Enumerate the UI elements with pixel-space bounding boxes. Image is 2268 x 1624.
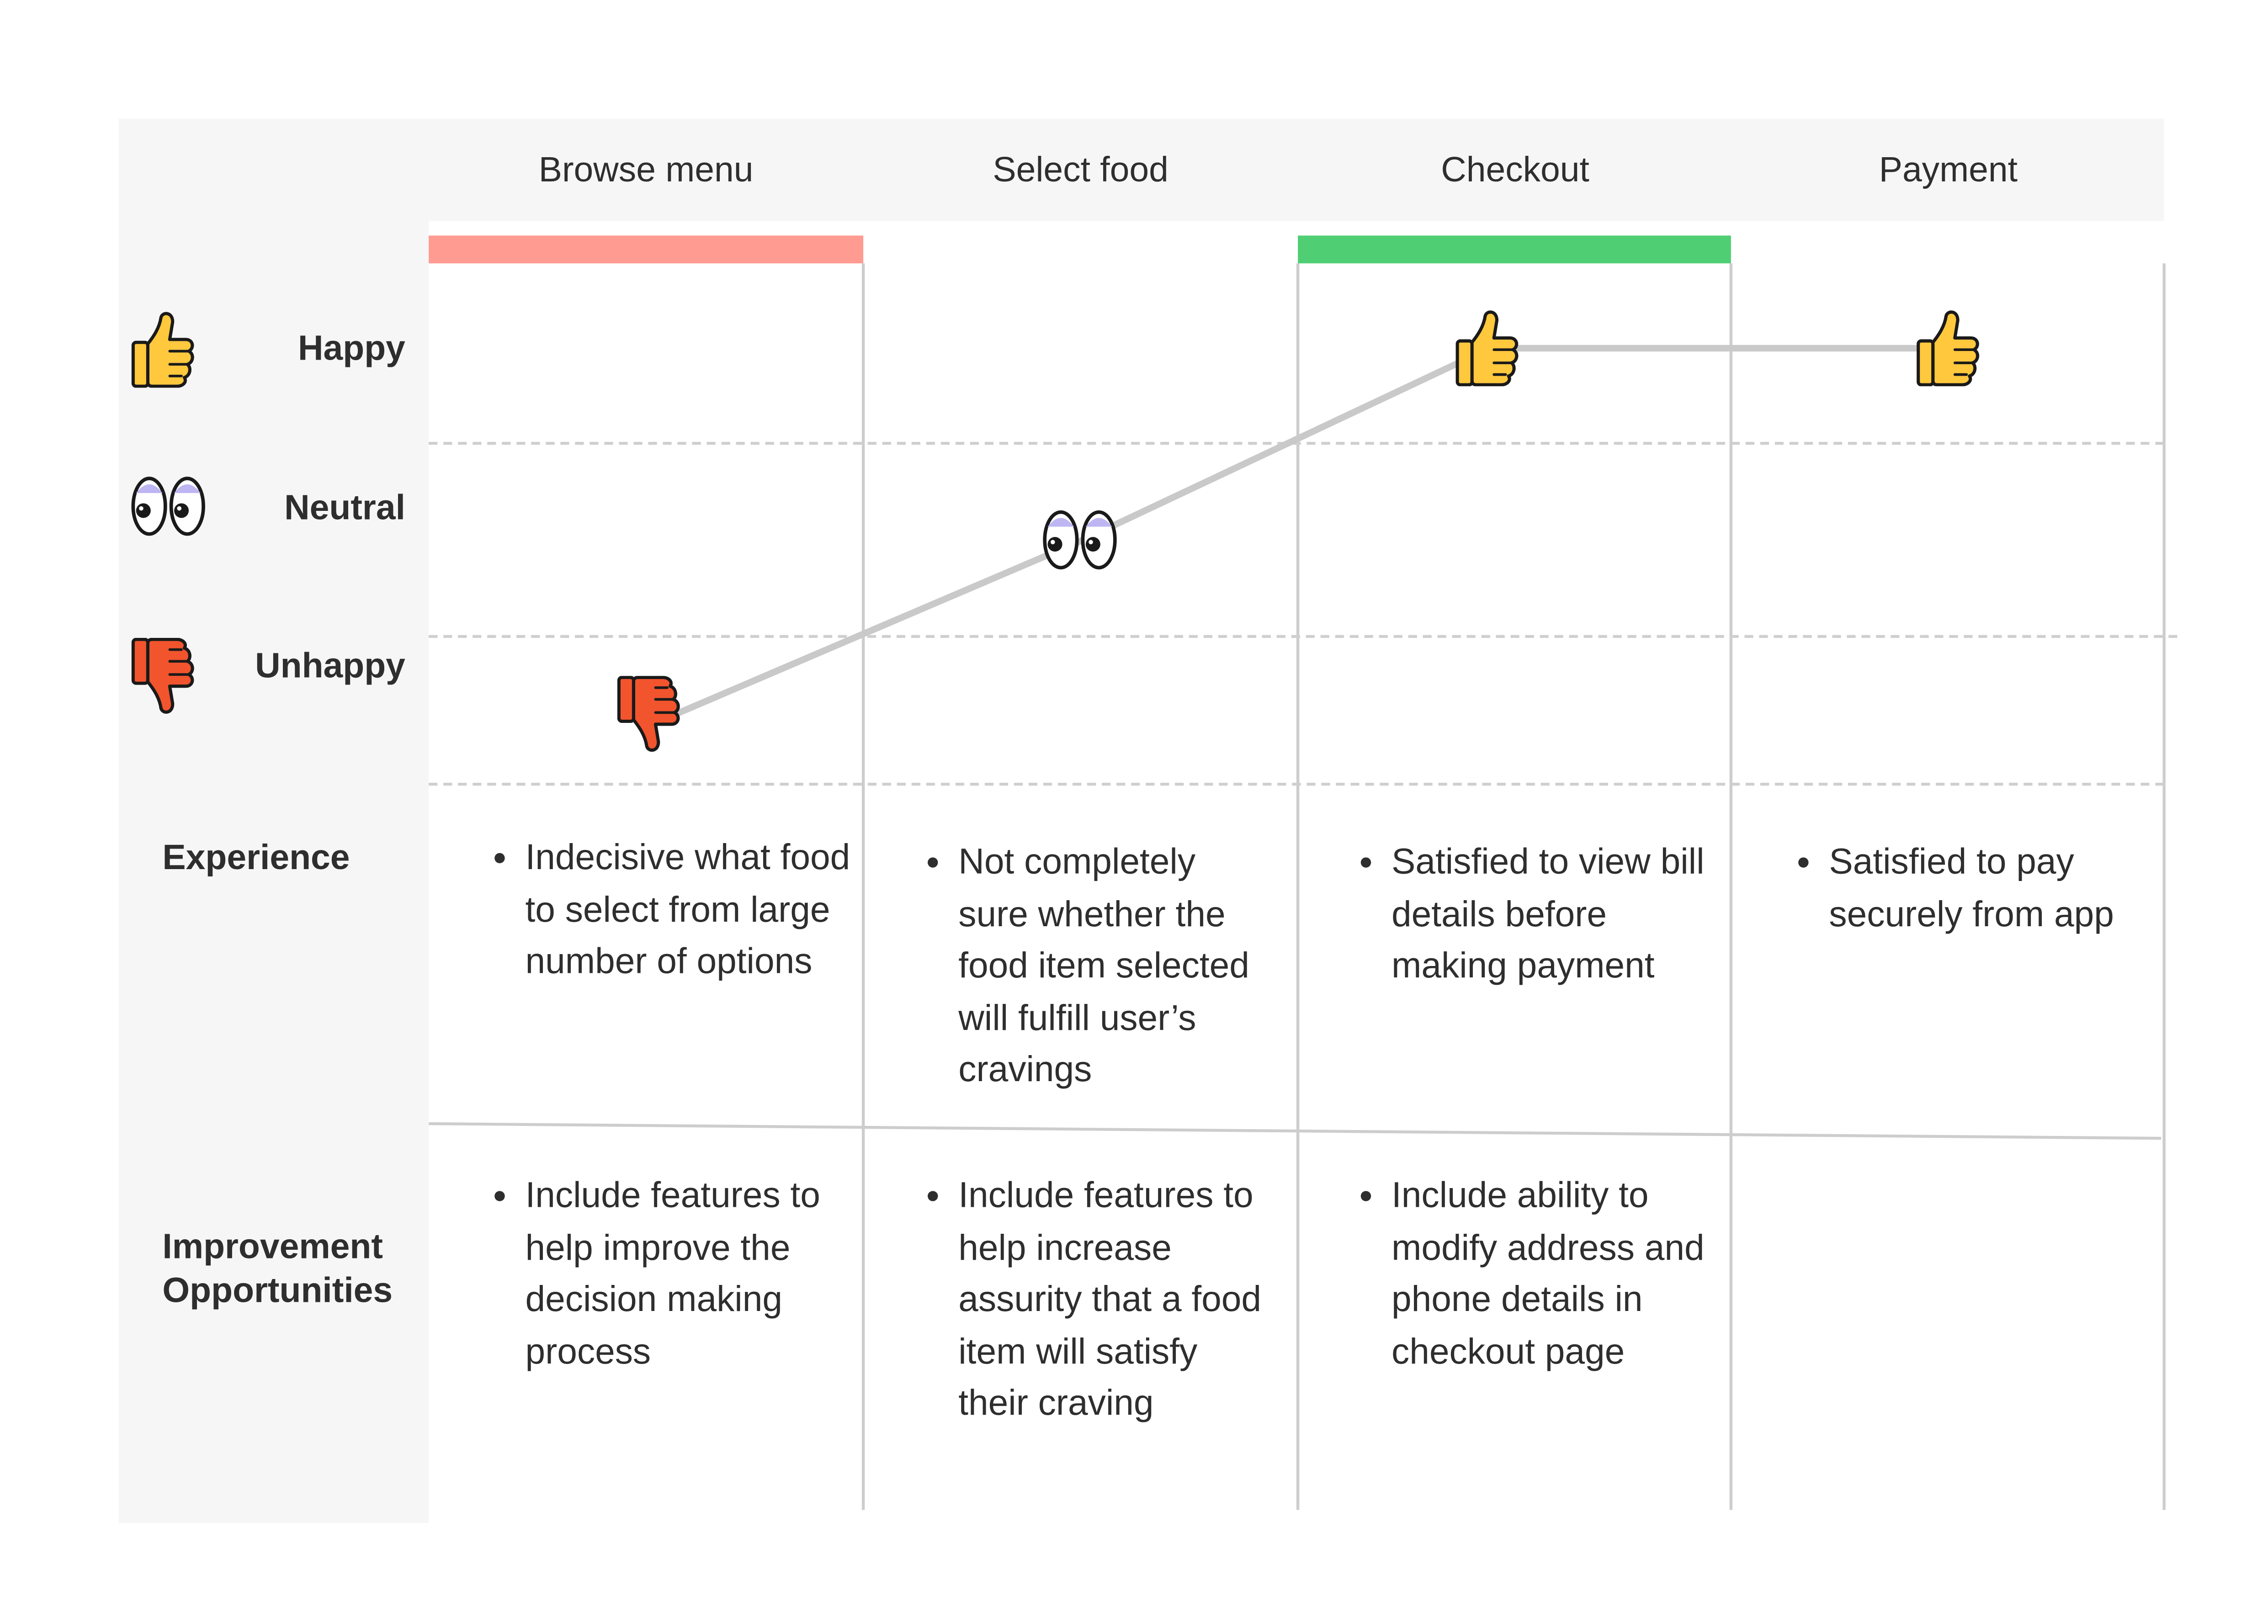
emotion-label-happy: Happy bbox=[298, 329, 405, 369]
row-label-improvement: Improvement Opportunities bbox=[162, 1226, 393, 1314]
experience-cell: Satisfied to view bill details before ma… bbox=[1356, 837, 1707, 992]
eyes-icon bbox=[133, 478, 203, 534]
improvement-cell: Include features to help improve the dec… bbox=[490, 1171, 856, 1379]
improvement-bullet: Include features to help increase assuri… bbox=[958, 1171, 1275, 1430]
experience-bullet: Not completely sure whether the food ite… bbox=[958, 837, 1275, 1096]
stage-status-bar-negative bbox=[429, 235, 864, 264]
thumbs-down-icon bbox=[619, 677, 678, 750]
stage-header-band bbox=[429, 118, 2164, 221]
improvement-cell: Include features to help increase assuri… bbox=[923, 1171, 1274, 1430]
stage-title-payment: Payment bbox=[1879, 150, 2018, 191]
experience-cell: Indecisive what food to select from larg… bbox=[490, 833, 856, 988]
improvement-bullet: Include ability to modify address and ph… bbox=[1392, 1171, 1708, 1379]
row-label-improvement-line1: Improvement bbox=[162, 1227, 383, 1267]
experience-bullet: Satisfied to pay securely from app bbox=[1829, 837, 2145, 940]
experience-bullet: Satisfied to view bill details before ma… bbox=[1392, 837, 1708, 992]
thumbs-up-icon bbox=[1918, 312, 1978, 385]
emotion-grid-line bbox=[429, 635, 2178, 638]
emotion-label-unhappy: Unhappy bbox=[255, 647, 405, 686]
emotion-journey-line bbox=[673, 345, 1949, 717]
row-label-experience: Experience bbox=[162, 838, 350, 878]
column-divider bbox=[861, 263, 865, 1510]
improvement-bullet: Include features to help improve the dec… bbox=[525, 1171, 856, 1379]
emotion-label-neutral: Neutral bbox=[284, 488, 405, 528]
experience-cell: Satisfied to pay securely from app bbox=[1794, 837, 2145, 940]
thumbs-down-icon bbox=[133, 639, 192, 712]
stage-title-browse-menu: Browse menu bbox=[538, 150, 754, 191]
column-divider bbox=[1729, 263, 1733, 1510]
column-divider bbox=[1296, 263, 1300, 1510]
column-divider bbox=[2162, 263, 2166, 1510]
row-label-improvement-line2: Opportunities bbox=[162, 1271, 393, 1311]
improvement-cell: Include ability to modify address and ph… bbox=[1356, 1171, 1707, 1379]
emotion-grid-line bbox=[429, 441, 2164, 445]
stage-title-select-food: Select food bbox=[993, 150, 1169, 191]
row-divider bbox=[429, 1122, 2162, 1140]
thumbs-up-icon bbox=[133, 313, 192, 386]
thumbs-up-icon bbox=[1457, 312, 1517, 385]
experience-cell: Not completely sure whether the food ite… bbox=[923, 837, 1274, 1096]
experience-bullet: Indecisive what food to select from larg… bbox=[525, 833, 856, 988]
stage-status-bar-positive bbox=[1298, 235, 1731, 264]
stage-title-checkout: Checkout bbox=[1441, 150, 1589, 191]
emotion-grid-line bbox=[429, 783, 2164, 786]
